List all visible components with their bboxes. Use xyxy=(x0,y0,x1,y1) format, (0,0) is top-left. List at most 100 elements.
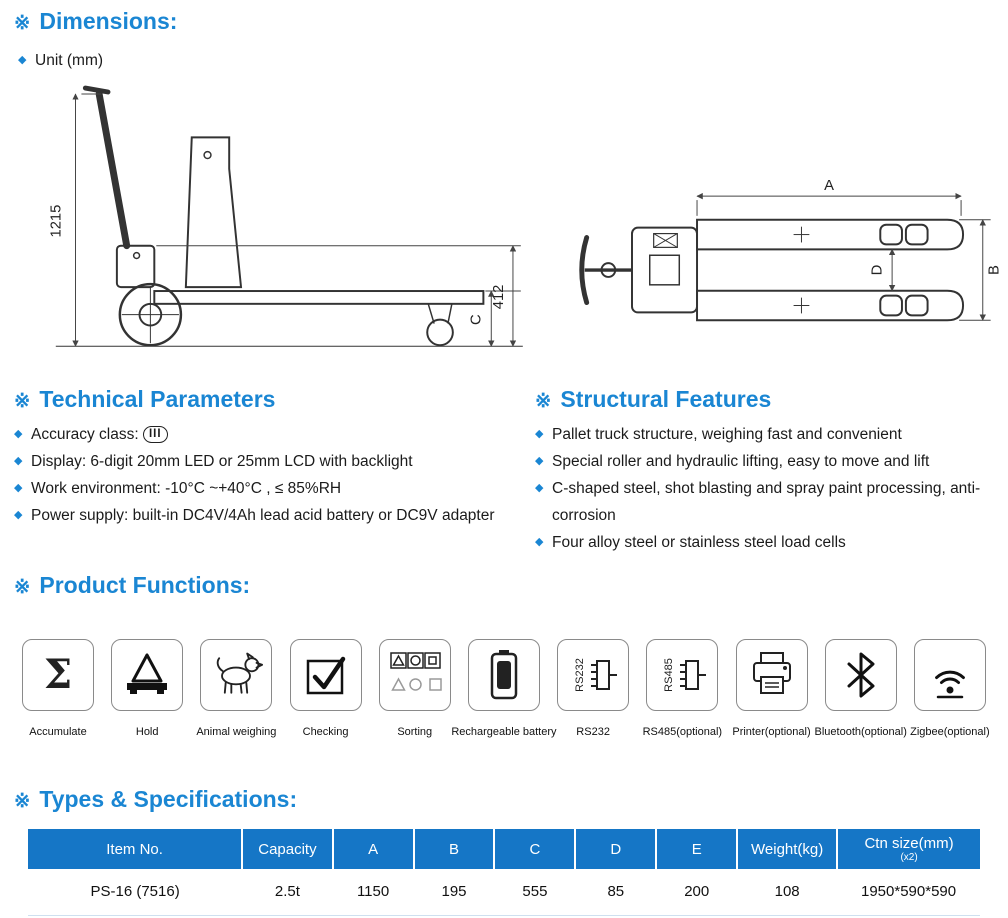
product-functions-row: Σ Accumulate Hold xyxy=(14,639,994,738)
dimensions-title-text: Dimensions: xyxy=(39,8,178,34)
function-printer: Printer(optional) xyxy=(728,639,816,738)
accumulate-sigma-icon: Σ xyxy=(22,639,94,711)
side-view-drawing: 1215 C 412 xyxy=(49,85,523,347)
dog-icon xyxy=(200,639,273,711)
checkbox-icon xyxy=(289,639,362,711)
dim-label-412: 412 xyxy=(491,285,507,310)
structural-feature-item: ◆ Special roller and hydraulic lifting, … xyxy=(535,448,1000,475)
top-view-drawing: A B D xyxy=(578,178,1002,322)
cell-c: 555 xyxy=(494,869,576,916)
function-sorting: Sorting xyxy=(371,639,459,738)
col-header-capacity: Capacity xyxy=(241,829,333,869)
diamond-bullet-icon: ◆ xyxy=(535,428,544,440)
function-label: RS485(optional) xyxy=(642,726,723,738)
ctn-size-sub: (x2) xyxy=(900,852,918,863)
col-header-c: C xyxy=(493,829,576,869)
diamond-bullet-icon: ◆ xyxy=(535,455,544,467)
rs485-icon-text: RS485 xyxy=(663,658,675,692)
technical-parameters-title-text: Technical Parameters xyxy=(39,386,276,412)
structural-feature-text: Special roller and hydraulic lifting, ea… xyxy=(552,453,930,470)
function-zigbee: Zigbee(optional) xyxy=(906,639,994,738)
tech-param-accuracy: ◆ Accuracy class: III xyxy=(14,421,505,448)
structural-features-title-text: Structural Features xyxy=(560,386,772,412)
cell-a: 1150 xyxy=(332,869,414,916)
sigma-glyph: Σ xyxy=(43,651,73,698)
function-label: Bluetooth(optional) xyxy=(814,726,907,738)
accuracy-text: Accuracy class: xyxy=(31,426,139,443)
technical-drawings: 1215 C 412 xyxy=(0,76,1008,376)
diamond-bullet-icon: ◆ xyxy=(14,482,23,494)
function-animal-weighing: Animal weighing xyxy=(192,639,280,738)
structural-feature-item: ◆ C-shaped steel, shot blasting and spra… xyxy=(535,475,1000,529)
col-header-weight: Weight(kg) xyxy=(736,829,838,869)
cell-item-no: PS-16 (7516) xyxy=(28,869,243,916)
tech-param-item: ◆ Work environment: -10°C ~+40°C , ≤ 85%… xyxy=(14,475,505,502)
function-accumulate: Σ Accumulate xyxy=(14,639,102,738)
structural-feature-text: C-shaped steel, shot blasting and spray … xyxy=(552,480,981,524)
function-bluetooth: Bluetooth(optional) xyxy=(814,639,907,738)
col-header-item-no: Item No. xyxy=(28,829,243,869)
function-hold: Hold xyxy=(103,639,191,738)
printer-icon xyxy=(735,639,808,711)
function-checking: Checking xyxy=(282,639,370,738)
rs232-icon-text: RS232 xyxy=(574,658,586,692)
rs232-connector-icon: RS232 xyxy=(557,639,630,711)
cell-d: 85 xyxy=(575,869,657,916)
technical-parameters-section: ※ Technical Parameters ◆ Accuracy class:… xyxy=(0,386,505,556)
battery-icon xyxy=(467,639,540,711)
zigbee-signal-icon xyxy=(913,639,986,711)
specifications-table: Item No. Capacity A B C D E Weight(kg) C… xyxy=(28,829,980,916)
diamond-bullet-icon: ◆ xyxy=(14,509,23,521)
structural-features-section: ※ Structural Features ◆ Pallet truck str… xyxy=(505,386,1008,556)
tech-param-text: Power supply: built-in DC4V/4Ah lead aci… xyxy=(31,507,495,524)
bluetooth-icon xyxy=(824,639,897,711)
table-header-row: Item No. Capacity A B C D E Weight(kg) C… xyxy=(28,829,980,869)
technical-parameters-title: ※ Technical Parameters xyxy=(14,386,505,413)
function-label: Checking xyxy=(302,726,349,738)
dimensions-section-title: ※ Dimensions: xyxy=(14,8,1008,35)
dim-label-c: C xyxy=(468,314,484,325)
tech-param-item: ◆ Display: 6-digit 20mm LED or 25mm LCD … xyxy=(14,448,505,475)
function-rechargeable-battery: Rechargeable battery xyxy=(451,639,557,738)
function-label: Sorting xyxy=(397,726,433,738)
accuracy-class-badge: III xyxy=(142,426,168,443)
cell-ctn-size: 1950*590*590 xyxy=(837,869,980,916)
col-header-b: B xyxy=(412,829,495,869)
dim-label-b: B xyxy=(986,265,1002,275)
function-label: Zigbee(optional) xyxy=(910,726,990,738)
sorting-shapes-icon xyxy=(378,639,451,711)
function-label: Hold xyxy=(135,726,159,738)
function-label: Accumulate xyxy=(29,726,87,738)
function-rs232: RS232 RS232 xyxy=(549,639,637,738)
col-header-a: A xyxy=(331,829,414,869)
diamond-bullet-icon: ◆ xyxy=(14,428,23,440)
tech-param-item: ◆ Power supply: built-in DC4V/4Ah lead a… xyxy=(14,502,505,529)
unit-label: Unit (mm) xyxy=(35,52,104,69)
dim-label-d: D xyxy=(869,265,885,276)
reference-mark-icon: ※ xyxy=(14,576,31,598)
structural-features-title: ※ Structural Features xyxy=(535,386,1000,413)
function-label: Animal weighing xyxy=(196,726,277,738)
structural-feature-text: Pallet truck structure, weighing fast an… xyxy=(552,426,902,443)
diamond-bullet-icon: ◆ xyxy=(535,482,544,494)
tech-param-text: Work environment: -10°C ~+40°C , ≤ 85%RH xyxy=(31,480,342,497)
types-specifications-title-text: Types & Specifications: xyxy=(39,786,298,812)
types-specifications-title: ※ Types & Specifications: xyxy=(14,786,1008,813)
col-header-e: E xyxy=(655,829,738,869)
diamond-bullet-icon: ◆ xyxy=(535,536,544,548)
col-header-ctn-size: Ctn size(mm) (x2) xyxy=(836,829,980,869)
function-label: RS232 xyxy=(576,726,610,738)
reference-mark-icon: ※ xyxy=(14,790,31,812)
rs485-connector-icon: RS485 xyxy=(646,639,719,711)
cell-b: 195 xyxy=(413,869,495,916)
function-rs485: RS485 RS485(optional) xyxy=(638,639,726,738)
hold-icon xyxy=(111,639,184,711)
function-label: Rechargeable battery xyxy=(451,726,557,738)
tech-param-text: Display: 6-digit 20mm LED or 25mm LCD wi… xyxy=(31,453,413,470)
two-column-section: ※ Technical Parameters ◆ Accuracy class:… xyxy=(0,386,1008,556)
product-functions-title: ※ Product Functions: xyxy=(14,572,1008,599)
structural-feature-item: ◆ Four alloy steel or stainless steel lo… xyxy=(535,529,1000,556)
table-row: PS-16 (7516) 2.5t 1150 195 555 85 200 10… xyxy=(28,869,980,916)
structural-feature-text: Four alloy steel or stainless steel load… xyxy=(552,534,846,551)
diamond-bullet-icon: ◆ xyxy=(18,54,27,66)
